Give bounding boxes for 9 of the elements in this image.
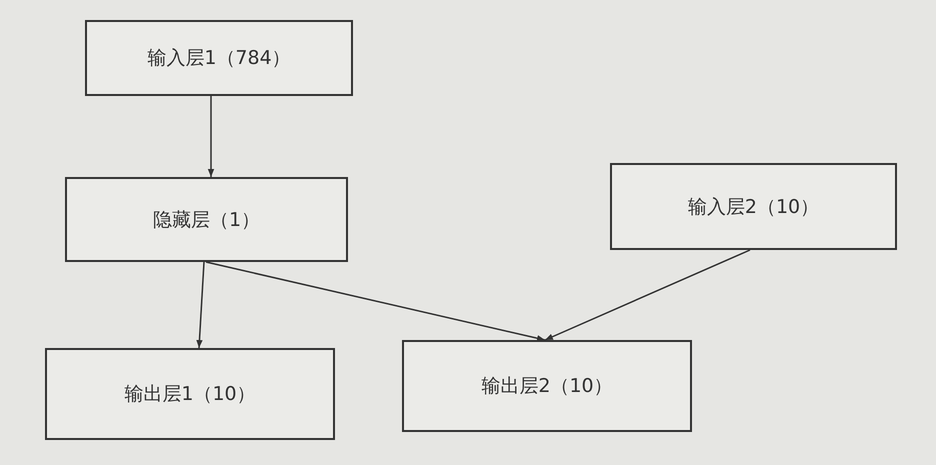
arrow: [196, 262, 205, 348]
layer-box: 输出层1（10）: [45, 348, 335, 440]
arrow: [544, 249, 750, 341]
layer-box: 隐藏层（1）: [65, 177, 348, 262]
arrow: [206, 261, 546, 342]
arrow: [208, 96, 214, 177]
layer-box: 输入层1（784）: [85, 20, 353, 96]
layer-box: 输出层2（10）: [402, 340, 692, 432]
layer-box: 输入层2（10）: [610, 163, 897, 250]
